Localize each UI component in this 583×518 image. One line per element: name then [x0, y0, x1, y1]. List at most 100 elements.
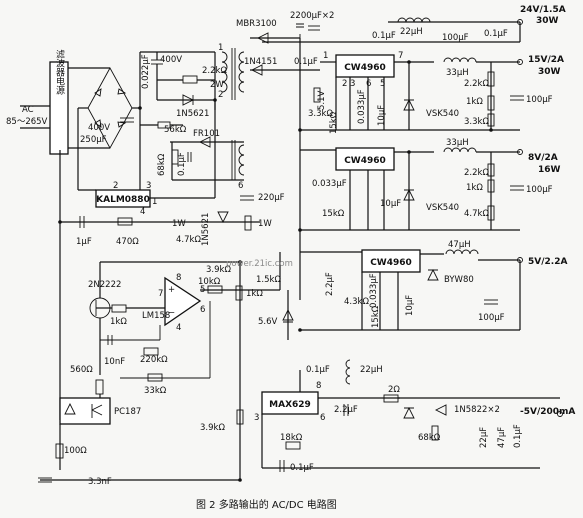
label-100: 100Ω: [64, 446, 87, 456]
label-10nf: 10nF: [104, 357, 125, 367]
res-2k2-2w: [182, 75, 198, 84]
label-100uf-b: 100μF: [526, 95, 553, 105]
label-15k-a: 15kΩ: [329, 111, 339, 134]
label-220uf: 220μF: [258, 193, 285, 203]
label-01uf-b: 0.1μF: [484, 29, 508, 39]
aux-pin6: 6: [238, 181, 243, 191]
zener-5v1: 5.1V: [317, 90, 327, 110]
opamp-pin4: 4: [176, 323, 181, 333]
aux-winding: [238, 144, 245, 176]
label-68k: 68kΩ: [157, 153, 167, 176]
bridge-rectifier: [87, 67, 133, 149]
bulk-cap-voltage: 400V: [88, 123, 110, 133]
output1-power: 30W: [536, 16, 559, 26]
label-18k: 18kΩ: [280, 433, 303, 443]
max629-pin3: 3: [254, 413, 259, 423]
label-560: 560Ω: [70, 365, 93, 375]
reg1-pin7: 7: [398, 51, 403, 61]
label-c01d: 0.1μF: [177, 152, 187, 176]
label-01uf-c: 0.1μF: [294, 57, 318, 67]
label-1n5822: 1N5822×2: [454, 405, 500, 415]
label-5v6: 5.6V: [258, 317, 278, 327]
filter-label: 滤波器电源: [54, 48, 65, 95]
max629-pin6: 6: [320, 413, 325, 423]
label-1uf: 1μF: [76, 237, 92, 247]
label-10k: 10kΩ: [198, 277, 221, 287]
label-3n3: 3.3nF: [88, 477, 112, 487]
label-01uf-a: 0.1μF: [372, 31, 396, 41]
snubber-cap-label: 0.022μF: [141, 54, 151, 89]
diode-1n5621-b: [217, 211, 229, 224]
res-220k: [143, 347, 159, 356]
label-56k: 56kΩ: [164, 125, 187, 135]
output3-label: 8V/2A: [528, 153, 558, 163]
res-33k: [147, 373, 163, 382]
pwm-pin3: 3: [146, 181, 151, 191]
inductor-47uh: [445, 249, 479, 255]
max629-label: MAX629: [269, 400, 311, 410]
opamp-pin8: 8: [176, 273, 181, 283]
bridge-diodes: [94, 88, 127, 128]
label-220k: 220kΩ: [140, 355, 168, 365]
label-pc187: PC187: [114, 407, 141, 417]
reg1-pin3: 3: [350, 79, 355, 89]
label-22uf-a: 2.2μF: [325, 272, 335, 296]
pwm-ic-label: KALM0880: [96, 195, 150, 205]
label-1n4151: 1N4151: [244, 57, 277, 67]
label-22uf-b: 2.2μF: [334, 405, 358, 415]
max629-pin8: 8: [316, 381, 321, 391]
label-100uf-d: 100μF: [478, 313, 505, 323]
label-1k-d: 1kΩ: [246, 289, 263, 299]
output2-label: 15V/2A: [528, 55, 564, 65]
label-1n5621: 1N5621: [176, 109, 209, 119]
res-1k-d: [235, 285, 243, 301]
label-0033-c: 0.033μF: [369, 273, 379, 308]
label-10uf-c: 10μF: [405, 295, 415, 316]
label-3k3-a: 3.3kΩ: [308, 109, 333, 119]
label-4k3: 4.3kΩ: [344, 297, 369, 307]
res-18k: [285, 441, 301, 450]
output2-terminal: [517, 59, 523, 65]
label-3k9-a: 3.9kΩ: [206, 265, 231, 275]
reg1-pin5: 5: [380, 79, 385, 89]
transformer-secondary: [238, 51, 245, 93]
pwm-pin2: 2: [113, 181, 118, 191]
opamp-pin6: 6: [200, 305, 205, 315]
label-470: 470Ω: [116, 237, 139, 247]
label-15k-b: 15kΩ: [322, 209, 345, 219]
res-3k9-b: [236, 409, 244, 425]
label-01uf-e: 0.1μF: [306, 365, 330, 375]
pwm-pin4: 4: [140, 207, 145, 217]
label-1n5621-b: 1N5621: [201, 213, 211, 246]
optocoupler-pc187: [59, 397, 111, 425]
output5-terminal: [557, 411, 563, 417]
label-10uf-b: 10μF: [380, 199, 401, 209]
label-4k7-b: 4.7kΩ: [464, 209, 489, 219]
filter-box: [49, 61, 69, 155]
label-lm158: LM158: [142, 311, 170, 321]
reg3-ic: [361, 249, 421, 273]
label-10uf-a: 10μF: [377, 105, 387, 126]
pwm-pin1: 1: [152, 197, 157, 207]
output3-power: 16W: [538, 165, 561, 175]
diode-byw80: [427, 268, 439, 281]
label-1k-a: 1kΩ: [466, 97, 483, 107]
label-1k-b: 1kΩ: [466, 183, 483, 193]
output2-power: 30W: [538, 67, 561, 77]
label-3k3-b: 3.3kΩ: [464, 117, 489, 127]
label-4k7: 4.7kΩ: [176, 235, 201, 245]
opamp-minus: −: [168, 308, 175, 318]
reg1-ic: [335, 54, 395, 78]
label-3k9-b: 3.9kΩ: [200, 423, 225, 433]
res-470: [117, 217, 133, 226]
label-0033-b: 0.033μF: [312, 179, 347, 189]
diode-1n5822-a: [403, 406, 415, 419]
label-100uf-c: 100μF: [526, 185, 553, 195]
label-01uf-g: 0.1μF: [513, 424, 523, 448]
label-2200uf: 2200μF×2: [290, 11, 334, 21]
output5-label: -5V/200mA: [520, 407, 575, 417]
res-3k3-a: [313, 87, 321, 103]
label-2w: 2W: [210, 80, 224, 90]
diode-1n5822-b: [434, 404, 447, 416]
